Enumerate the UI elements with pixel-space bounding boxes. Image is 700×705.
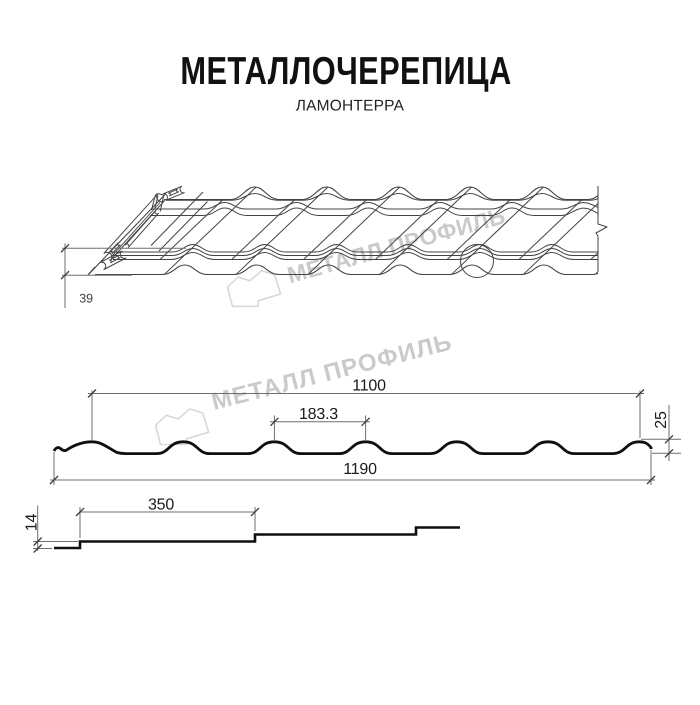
svg-text:183.3: 183.3: [299, 406, 338, 423]
svg-text:14: 14: [24, 514, 41, 532]
svg-text:25: 25: [653, 411, 670, 429]
svg-text:350: 350: [148, 497, 174, 514]
svg-text:МЕТАЛЛОЧЕРЕПИЦА: МЕТАЛЛОЧЕРЕПИЦА: [180, 50, 511, 93]
svg-text:ЛАМОНТЕРРА: ЛАМОНТЕРРА: [296, 98, 405, 115]
svg-text:1100: 1100: [352, 378, 386, 395]
svg-text:1190: 1190: [343, 461, 377, 478]
svg-text:39: 39: [79, 292, 93, 306]
